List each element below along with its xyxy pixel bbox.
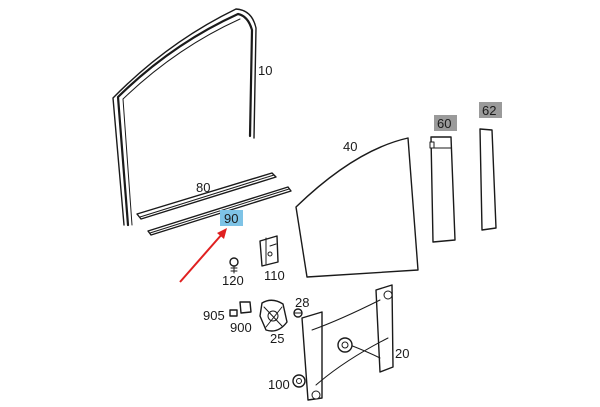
bracket	[259, 235, 279, 267]
highlight-62	[479, 102, 502, 118]
door-frame-seal	[112, 8, 257, 227]
label-10: 10	[258, 63, 272, 78]
label-905: 905	[203, 308, 225, 323]
window-motor	[259, 299, 288, 332]
label-110: 110	[264, 268, 285, 283]
trim-panel-60	[429, 136, 456, 243]
label-25: 25	[270, 331, 284, 346]
window-glass	[295, 137, 419, 278]
label-100: 100	[268, 377, 290, 392]
label-120: 120	[222, 273, 244, 288]
label-28: 28	[295, 295, 309, 310]
label-20: 20	[395, 346, 409, 361]
highlight-60	[434, 115, 457, 131]
bolt	[293, 308, 303, 318]
pointer-arrow	[179, 228, 227, 283]
label-80: 80	[196, 180, 210, 195]
cap	[292, 374, 306, 388]
inner-window-strip	[147, 186, 292, 236]
highlight-90	[220, 210, 243, 226]
label-60: 60	[437, 116, 451, 131]
trim-panel-62	[479, 128, 497, 231]
label-90: 90	[224, 211, 238, 226]
screw	[229, 257, 239, 274]
label-62: 62	[482, 103, 496, 118]
clip-905	[229, 309, 238, 317]
clip-900	[239, 301, 252, 314]
window-regulator	[301, 284, 394, 401]
label-900: 900	[230, 320, 252, 335]
label-40: 40	[343, 139, 357, 154]
outer-window-strip	[136, 172, 277, 220]
